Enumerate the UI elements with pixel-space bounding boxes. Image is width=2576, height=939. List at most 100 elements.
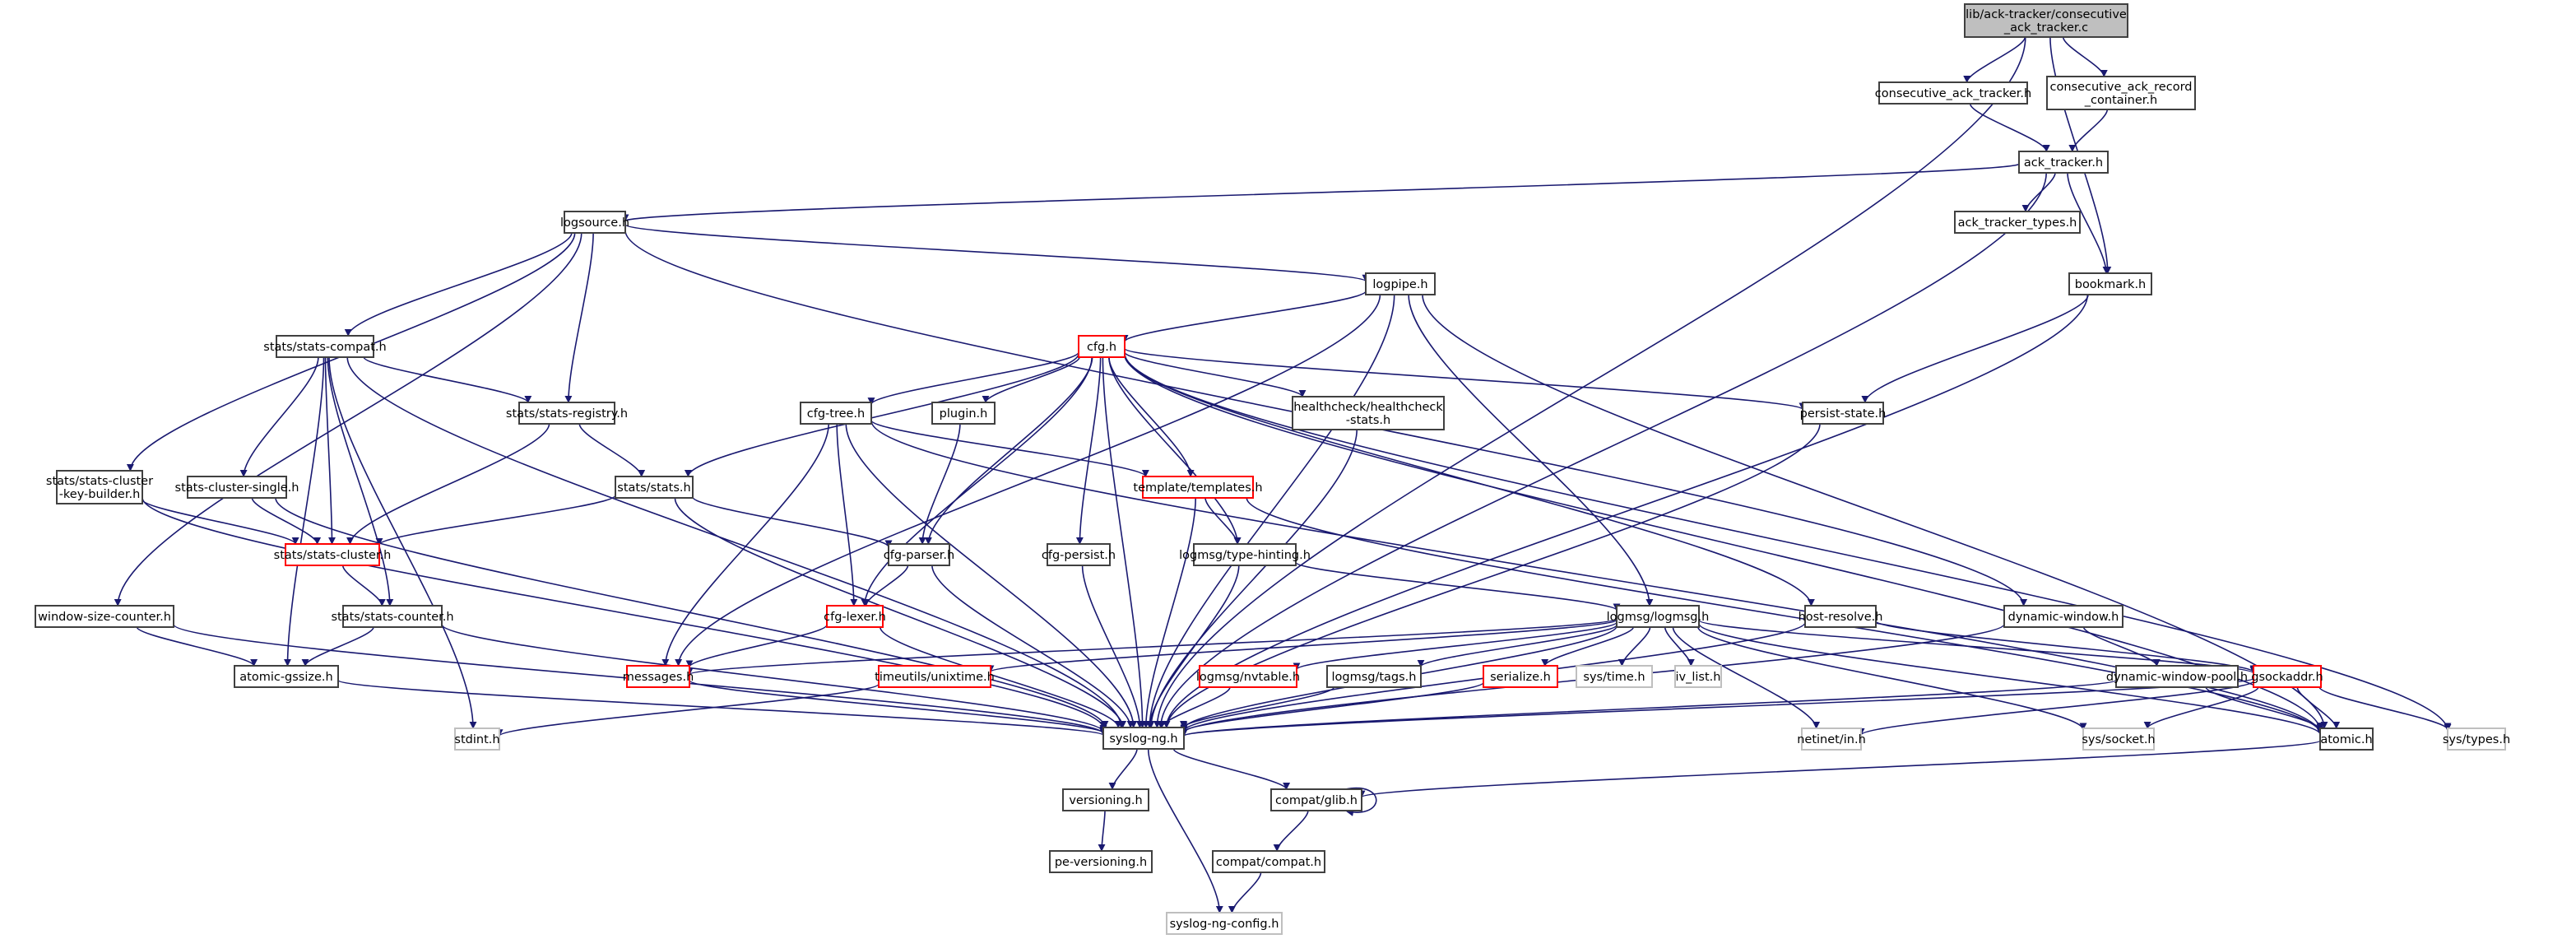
node-messages-h[interactable]: messages.h (623, 665, 694, 688)
node-bookmark-h[interactable]: bookmark.h (2068, 272, 2152, 295)
edge-logmsg_h-to-atomic_h (1698, 623, 2324, 736)
node-logpipe-h[interactable]: logpipe.h (1365, 272, 1436, 295)
node-nvtable-h[interactable]: logmsg/nvtable.h (1196, 665, 1300, 688)
node-stats-stats-h[interactable]: stats/stats.h (615, 476, 694, 499)
node-host-resolve-h[interactable]: host-resolve.h (1799, 605, 1883, 628)
edge-dynamic_window_pool_h-to-atomic_h (2205, 686, 2324, 731)
node-window-size-counter-h[interactable]: window-size-counter.h (35, 605, 174, 628)
node-label: cfg-parser.h (884, 549, 954, 562)
node-label: atomic.h (2320, 733, 2372, 746)
node-tags-h[interactable]: logmsg/tags.h (1326, 665, 1422, 688)
edge-plugin_h-to-cfg_parser_h (918, 423, 961, 545)
node-atomic-gssize-h[interactable]: atomic-gssize.h (234, 665, 339, 688)
node-gsockaddr-h[interactable]: gsockaddr.h (2251, 665, 2323, 688)
edge-serialize_h-to-syslog_ng_h (1180, 681, 1484, 732)
node-box (35, 605, 174, 628)
node-root[interactable]: lib/ack-tracker/consecutive_ack_tracker.… (1964, 3, 2128, 38)
node-consecutive-ack-tracker-h[interactable]: consecutive_ack_tracker.h (1875, 81, 2031, 105)
node-dynamic-window-h[interactable]: dynamic-window.h (2003, 605, 2123, 628)
node-sys-socket-h: sys/socket.h (2082, 727, 2156, 751)
node-box (564, 211, 626, 234)
node-stats-registry-h[interactable]: stats/stats-registry.h (506, 402, 628, 425)
node-consecutive-ack-record-container-h[interactable]: consecutive_ack_record_container.h (2046, 76, 2196, 110)
node-label: sys/socket.h (2082, 733, 2155, 746)
node-serialize-h[interactable]: serialize.h (1483, 665, 1558, 688)
edge-ack_tracker_h-to-bookmark_h (2067, 172, 2110, 274)
node-label: _container.h (2084, 94, 2157, 107)
node-label: logpipe.h (1372, 278, 1427, 291)
node-sys-types-h: sys/types.h (2443, 727, 2510, 751)
node-unixtime-h[interactable]: timeutils/unixtime.h (875, 665, 995, 688)
node-label: ack_tracker_types.h (1958, 216, 2077, 230)
node-stats-cluster-single-h[interactable]: stats-cluster-single.h (175, 476, 299, 499)
node-box (1212, 850, 1325, 873)
edge-logsource_h-to-stats_registry_h (564, 232, 594, 403)
node-syslog-ng-h[interactable]: syslog-ng.h (1102, 727, 1185, 750)
edge-logmsg_h-to-tags_h (1417, 624, 1618, 667)
node-versioning-h[interactable]: versioning.h (1062, 788, 1149, 811)
edge-stats_stats_h-to-syslog_ng_h (674, 497, 1127, 728)
node-persist-state-h[interactable]: persist-state.h (1800, 402, 1887, 425)
node-cfg-tree-h[interactable]: cfg-tree.h (800, 402, 872, 425)
edge-logsource_h-to-stats_compat_h (344, 232, 573, 337)
node-stats-counter-h[interactable]: stats/stats-counter.h (331, 605, 454, 628)
edge-logmsg_h-to-serialize_h (1541, 626, 1635, 667)
node-label: cfg.h (1087, 341, 1116, 354)
edge-stats_compat_h-to-stats_counter_h (327, 356, 394, 607)
node-label: gsockaddr.h (2251, 671, 2323, 684)
edge-logmsg_h-to-iv_list_h (1664, 626, 1695, 667)
node-label: logmsg/logmsg.h (1607, 611, 1710, 624)
node-label: window-size-counter.h (38, 611, 171, 624)
node-compat-compat-h[interactable]: compat/compat.h (1212, 850, 1325, 873)
edge-cfg_h-to-type_hinting_h (1108, 356, 1242, 545)
node-box (826, 605, 884, 628)
node-templates-h[interactable]: template/templates.h (1133, 476, 1263, 499)
node-stats-compat-h[interactable]: stats/stats-compat.h (263, 335, 387, 358)
edge-consecutive_ack_tracker_h-to-ack_tracker_h (1969, 103, 2050, 152)
node-plugin-h[interactable]: plugin.h (931, 402, 996, 425)
nodes-layer: lib/ack-tracker/consecutive_ack_tracker.… (35, 3, 2510, 935)
edge-stats_compat_h-to-stats_cluster_h (324, 356, 336, 545)
node-box (615, 476, 694, 499)
node-stats-cluster-key-builder-h[interactable]: stats/stats-cluster-key-builder.h (46, 470, 153, 504)
node-dynamic-window-pool-h[interactable]: dynamic-window-pool.h (2106, 665, 2248, 688)
node-cfg-persist-h[interactable]: cfg-persist.h (1042, 543, 1116, 566)
node-box (454, 727, 500, 751)
node-healthcheck-stats-h[interactable]: healthcheck/healthcheck-stats.h (1292, 396, 1445, 430)
node-label: logmsg/tags.h (1331, 671, 1416, 684)
node-pe-versioning-h[interactable]: pe-versioning.h (1049, 850, 1153, 873)
node-logsource-h[interactable]: logsource.h (560, 211, 629, 234)
node-box (1365, 272, 1436, 295)
node-box (800, 402, 872, 425)
node-type-hinting-h[interactable]: logmsg/type-hinting.h (1179, 543, 1311, 566)
node-box (1576, 665, 1653, 688)
node-cfg-h[interactable]: cfg.h (1078, 335, 1126, 358)
node-ack-tracker-h[interactable]: ack_tracker.h (2018, 151, 2109, 174)
node-label: logmsg/type-hinting.h (1179, 549, 1311, 562)
node-logmsg-h[interactable]: logmsg/logmsg.h (1607, 605, 1710, 628)
node-compat-glib-h[interactable]: compat/glib.h (1270, 788, 1362, 811)
node-box (1804, 605, 1877, 628)
edge-syslog_ng_h-to-versioning_h (1108, 748, 1138, 790)
node-box (2018, 151, 2109, 174)
node-label: stats/stats-cluster (46, 475, 153, 488)
node-stats-cluster-h[interactable]: stats/stats-cluster.h (274, 543, 392, 566)
node-label: serialize.h (1490, 671, 1551, 684)
node-cfg-lexer-h[interactable]: cfg-lexer.h (824, 605, 886, 628)
node-label: sys/types.h (2443, 733, 2510, 746)
node-box (1270, 788, 1362, 811)
edge-type_hinting_h-to-syslog_ng_h (1145, 565, 1240, 728)
edge-cfg_h-to-atomic_h (1124, 353, 2324, 732)
node-atomic-h[interactable]: atomic.h (2319, 727, 2374, 751)
edge-cfg_lexer_h-to-syslog_ng_h (880, 626, 1122, 728)
node-cfg-parser-h[interactable]: cfg-parser.h (884, 543, 954, 566)
edge-cfg_parser_h-to-syslog_ng_h (931, 565, 1135, 728)
edge-stats_stats_h-to-cfg_parser_h (692, 496, 893, 548)
edge-ack_tracker_h-to-logsource_h (622, 163, 2020, 222)
node-label: stats/stats-registry.h (506, 407, 628, 421)
node-box (1802, 402, 1884, 425)
edge-root-to-consecutive_ack_tracker_h (1963, 36, 2026, 83)
node-label: persist-state.h (1800, 407, 1887, 421)
node-ack-tracker-types-h[interactable]: ack_tracker_types.h (1954, 211, 2081, 234)
node-box (1062, 788, 1149, 811)
